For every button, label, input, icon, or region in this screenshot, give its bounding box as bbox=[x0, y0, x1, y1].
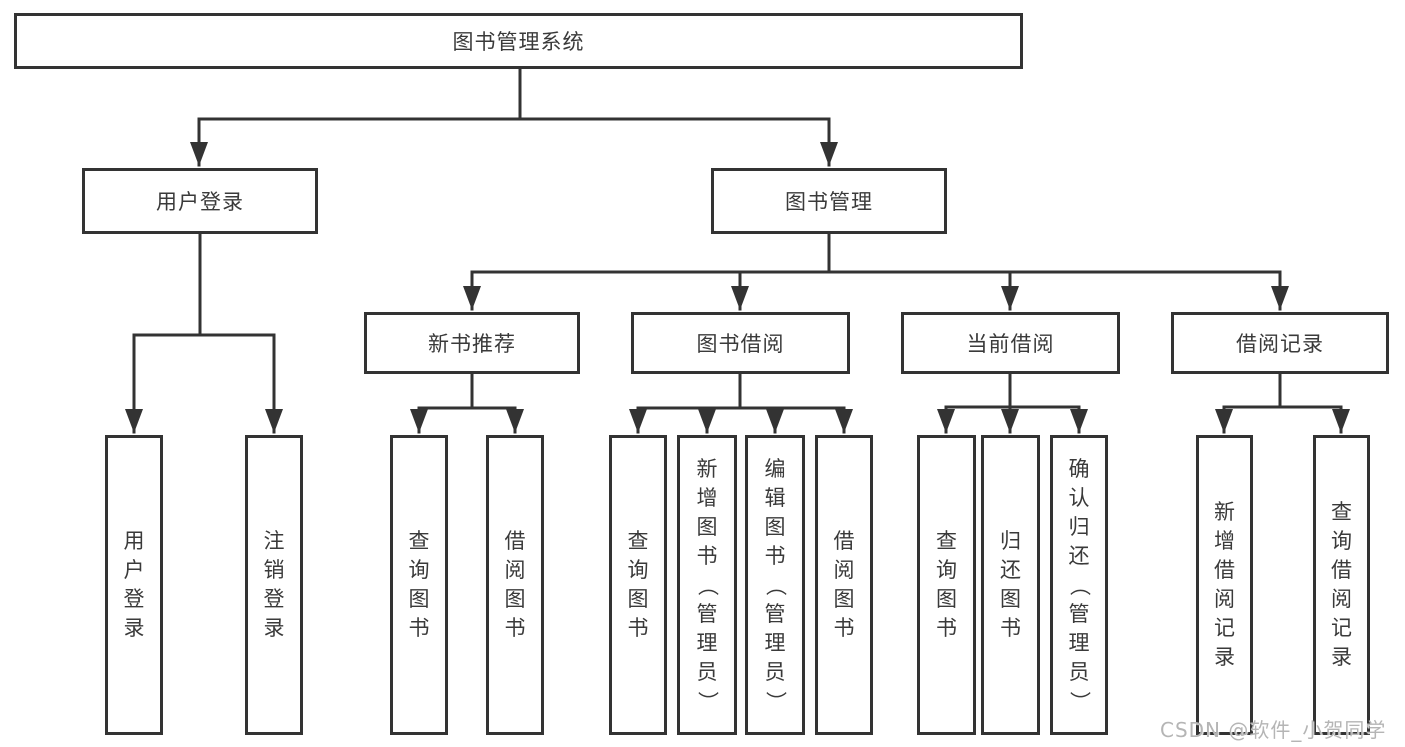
node-book-management-label: 图书管理 bbox=[785, 190, 873, 214]
leaf-records-add-record: 新增借阅记录 bbox=[1196, 435, 1253, 735]
leaf-borrowing-edit-book-admin: 编辑图书（管理员） bbox=[745, 435, 805, 735]
leaf-records-query-record: 查询借阅记录 bbox=[1313, 435, 1370, 735]
leaf-borrowing-borrow-books: 借阅图书 bbox=[815, 435, 873, 735]
node-borrow-records-label: 借阅记录 bbox=[1236, 332, 1324, 356]
leaf-borrowing-add-book-admin: 新增图书（管理员） bbox=[677, 435, 737, 735]
leaf-borrowing-add-book-admin-label: 新增图书（管理员） bbox=[695, 456, 720, 712]
node-user-login: 用户登录 bbox=[82, 168, 318, 234]
leaf-current-confirm-return-admin-label: 确认归还（管理员） bbox=[1067, 456, 1092, 712]
leaf-borrowing-query-books: 查询图书 bbox=[609, 435, 667, 735]
leaf-current-return-books-label: 归还图书 bbox=[1000, 529, 1021, 640]
node-current-borrowing: 当前借阅 bbox=[901, 312, 1120, 374]
node-book-borrowing: 图书借阅 bbox=[631, 312, 850, 374]
node-book-management: 图书管理 bbox=[711, 168, 947, 234]
node-book-borrowing-label: 图书借阅 bbox=[696, 332, 785, 356]
leaf-newbooks-borrow-books: 借阅图书 bbox=[486, 435, 544, 735]
leaf-newbooks-query-books: 查询图书 bbox=[390, 435, 448, 735]
watermark: CSDN @软件_小贺同学 bbox=[1160, 718, 1387, 742]
leaf-current-query-books-label: 查询图书 bbox=[936, 529, 957, 640]
leaf-borrowing-borrow-books-label: 借阅图书 bbox=[833, 529, 855, 640]
node-root: 图书管理系统 bbox=[14, 13, 1023, 69]
leaf-newbooks-borrow-books-label: 借阅图书 bbox=[504, 529, 526, 640]
node-borrow-records: 借阅记录 bbox=[1171, 312, 1389, 374]
leaf-current-return-books: 归还图书 bbox=[981, 435, 1040, 735]
leaf-user-login: 用户登录 bbox=[105, 435, 163, 735]
node-new-book-recommend-label: 新书推荐 bbox=[428, 332, 516, 356]
leaf-records-add-record-label: 新增借阅记录 bbox=[1214, 500, 1235, 669]
node-new-book-recommend: 新书推荐 bbox=[364, 312, 580, 374]
leaf-borrowing-query-books-label: 查询图书 bbox=[627, 529, 649, 640]
leaf-current-confirm-return-admin: 确认归还（管理员） bbox=[1050, 435, 1108, 735]
leaf-records-query-record-label: 查询借阅记录 bbox=[1331, 500, 1352, 669]
leaf-user-login-label: 用户登录 bbox=[123, 529, 145, 640]
node-root-label: 图书管理系统 bbox=[452, 30, 585, 54]
leaf-borrowing-edit-book-admin-label: 编辑图书（管理员） bbox=[763, 456, 788, 712]
leaf-newbooks-query-books-label: 查询图书 bbox=[408, 529, 430, 640]
node-current-borrowing-label: 当前借阅 bbox=[966, 332, 1055, 356]
leaf-current-query-books: 查询图书 bbox=[917, 435, 976, 735]
leaf-logout: 注销登录 bbox=[245, 435, 303, 735]
leaf-logout-label: 注销登录 bbox=[263, 529, 285, 640]
node-user-login-label: 用户登录 bbox=[156, 190, 244, 214]
